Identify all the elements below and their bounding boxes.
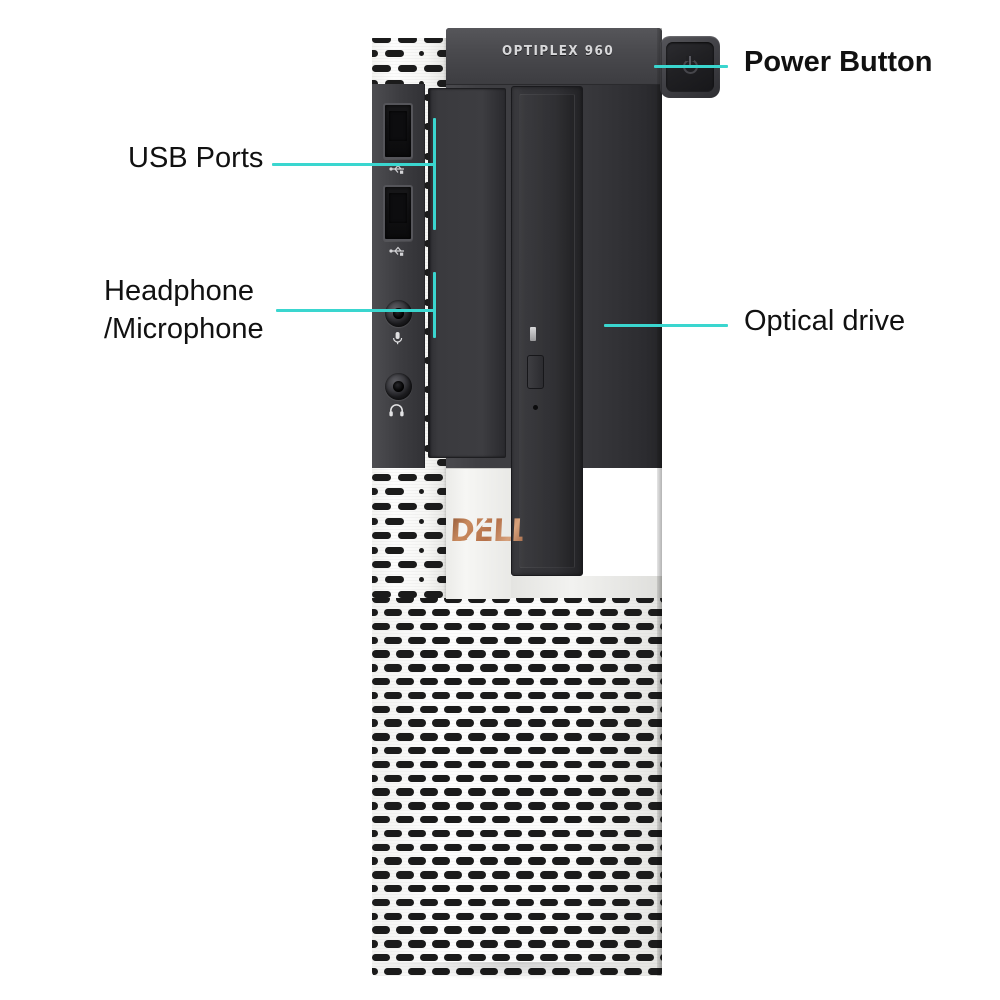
callout-line-headphone-microphone	[276, 309, 435, 312]
callout-line-power-button	[654, 65, 728, 68]
callout-line-usb-ports	[272, 163, 435, 166]
front-panel-top-lip: OPTIPLEX 960	[446, 28, 720, 98]
chassis-drop-shadow	[374, 962, 662, 980]
chassis-right-edge-shading	[657, 28, 662, 976]
headphone-icon	[386, 404, 406, 418]
lower-ventilation-grille	[372, 598, 662, 976]
usb-icon-bottom	[388, 245, 408, 257]
usb-port-bottom[interactable]	[383, 185, 413, 241]
callout-bracket-headphone-microphone	[433, 272, 436, 338]
optical-drive-eject-button[interactable]	[527, 355, 544, 389]
callout-label-usb-ports: USB Ports	[128, 142, 264, 174]
headphone-jack[interactable]	[385, 373, 412, 400]
optical-drive-inner-bezel	[519, 94, 575, 568]
dell-optiplex-960-chassis: OPTIPLEX 960	[372, 28, 720, 976]
callout-line-optical-drive	[604, 324, 728, 327]
usb-port-top[interactable]	[383, 103, 413, 159]
callout-label-power-button: Power Button	[744, 46, 933, 78]
optical-drive-emergency-eject-pinhole	[533, 405, 538, 410]
front-bay-panel	[428, 88, 506, 458]
microphone-icon	[387, 331, 407, 345]
optiplex-model-text: OPTIPLEX 960	[502, 44, 615, 59]
dell-brand-logo: DELL	[449, 513, 531, 549]
front-io-strip	[372, 84, 425, 468]
optical-drive-activity-led	[530, 327, 536, 341]
optical-drive-bezel[interactable]	[511, 86, 583, 576]
lower-silver-strip	[511, 576, 662, 598]
callout-label-optical-drive: Optical drive	[744, 305, 906, 337]
callout-label-headphone-microphone: Headphone /Microphone	[104, 275, 264, 345]
microphone-jack[interactable]	[385, 300, 412, 327]
callout-bracket-usb-ports	[433, 118, 436, 230]
